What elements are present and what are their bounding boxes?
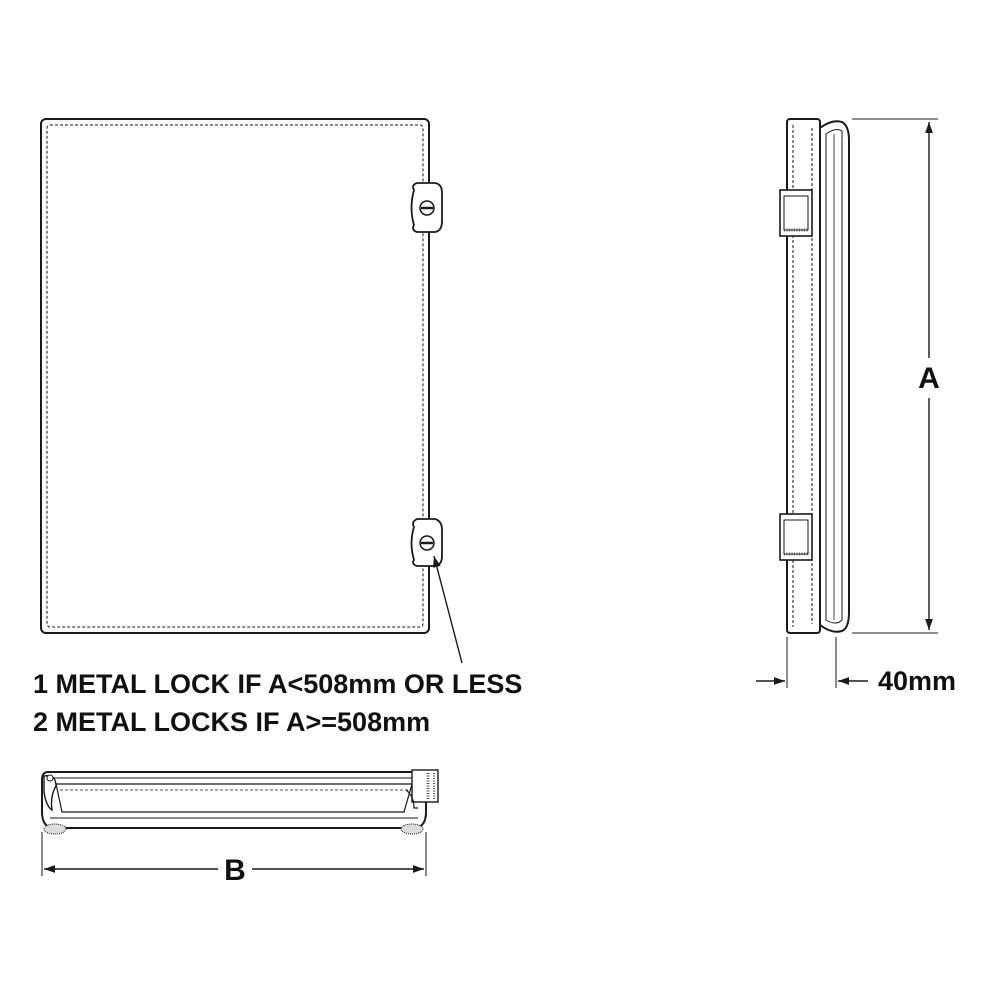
front-panel-gasket-line	[46, 124, 424, 628]
dimension-a-label: A	[918, 362, 940, 395]
side-lid-outline	[819, 120, 850, 633]
dimension-b: B	[41, 832, 427, 887]
bottom-foot-left	[43, 823, 67, 835]
metal-lock-lower	[410, 518, 443, 567]
metal-lock-upper	[410, 182, 443, 233]
side-view: A 40mm	[756, 118, 956, 696]
dimension-depth-label: 40mm	[878, 666, 956, 696]
front-panel-outline	[40, 118, 430, 634]
lock-leader-line	[433, 555, 463, 664]
dimension-a: A	[852, 118, 940, 634]
bottom-body-outline	[41, 771, 427, 829]
dimension-depth: 40mm	[756, 637, 956, 696]
front-view: 1 METAL LOCK IF A<508mm OR LESS 2 METAL …	[33, 118, 522, 737]
bottom-view: B	[41, 769, 439, 887]
lock-note-line-1: 1 METAL LOCK IF A<508mm OR LESS	[33, 669, 522, 699]
side-latch-lower	[779, 513, 813, 561]
lock-note-line-2: 2 METAL LOCKS IF A>=508mm	[33, 707, 430, 737]
side-latch-upper	[779, 189, 813, 237]
bottom-foot-right	[400, 823, 424, 835]
dimension-b-label: B	[224, 854, 246, 887]
bottom-right-latch	[405, 769, 439, 809]
